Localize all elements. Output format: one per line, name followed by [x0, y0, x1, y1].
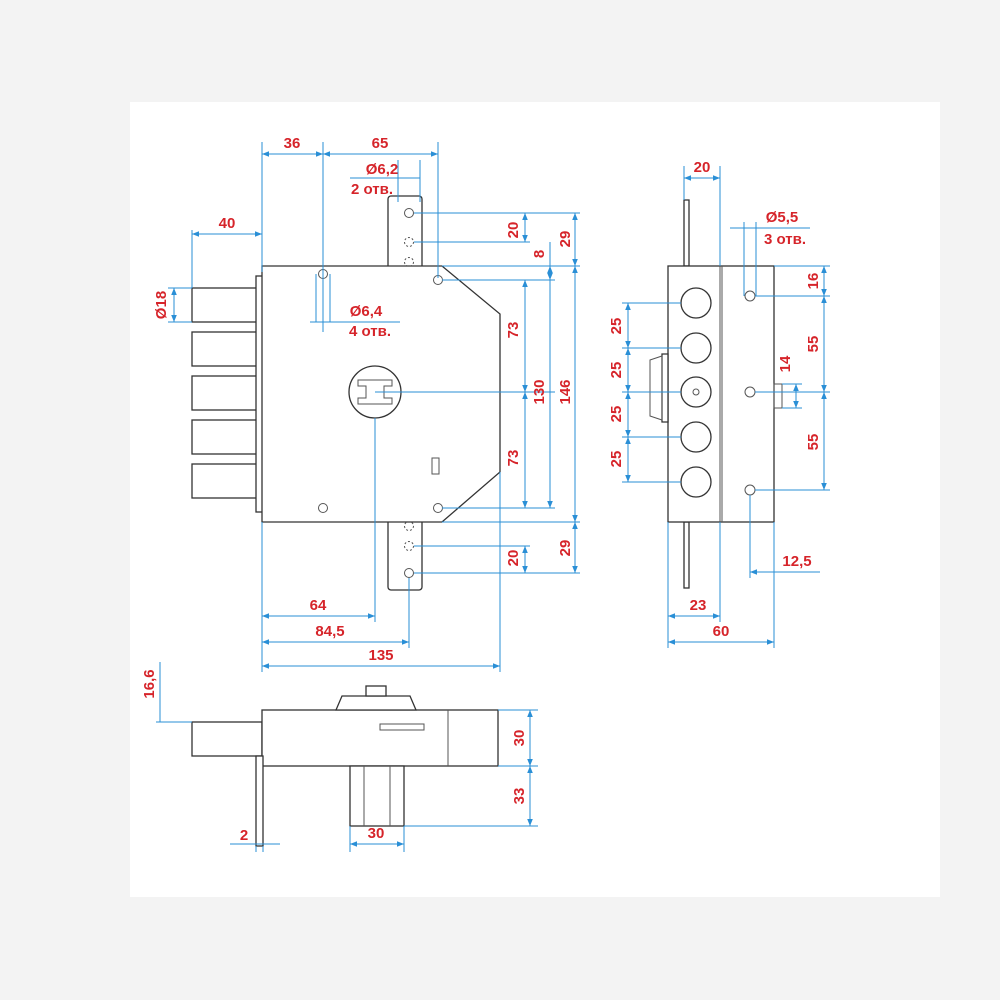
dim-65: 65 [372, 135, 389, 152]
dim-16-6: 16,6 [141, 669, 158, 698]
dim-36: 36 [284, 135, 301, 152]
lock-technical-drawing: 36 65 Ø6,2 2 отв. 40 Ø18 Ø6,4 4 отв. 20 … [141, 135, 830, 852]
bolt-end [680, 421, 712, 453]
dim-holes-4: 4 отв. [349, 323, 391, 340]
bottom-faceplate [255, 755, 264, 847]
dim-12-5: 12,5 [782, 553, 811, 570]
bolt-end [680, 466, 712, 498]
latch-slot [773, 383, 783, 409]
dim-hole-5-5: Ø5,5 [766, 209, 799, 226]
bolt [191, 375, 263, 411]
dim-29-bottom: 29 [557, 540, 574, 557]
strike-hole [404, 237, 414, 247]
strike-hole [404, 208, 414, 218]
bolt [191, 287, 263, 323]
dim-40: 40 [219, 215, 236, 232]
dim-73-top: 73 [505, 322, 522, 339]
dim-holes-3: 3 отв. [764, 231, 806, 248]
bottom-slot [379, 723, 425, 731]
dim-pitch-2: 25 [608, 362, 625, 379]
dim-pitch-4: 25 [608, 451, 625, 468]
dim-20-bottom: 20 [505, 550, 522, 567]
dim-pitch-3: 25 [608, 406, 625, 423]
dim-hole-6-4: Ø6,4 [350, 303, 383, 320]
dim-20: 20 [694, 159, 711, 176]
strike-hole [404, 568, 414, 578]
front-view: 36 65 Ø6,2 2 отв. 40 Ø18 Ø6,4 4 отв. 20 … [153, 135, 580, 672]
dim-73-bottom: 73 [505, 450, 522, 467]
dim-55-bottom: 55 [805, 434, 822, 451]
dim-23: 23 [690, 597, 707, 614]
dim-30-width: 30 [368, 825, 385, 842]
cylinder-cap [365, 685, 387, 697]
dim-33: 33 [511, 788, 528, 805]
cam-lever [649, 355, 663, 421]
upper-rod [683, 199, 690, 267]
top-strike-plate [387, 195, 423, 271]
dim-55-top: 55 [805, 336, 822, 353]
lower-rod [683, 521, 690, 589]
slot [431, 457, 440, 475]
dim-hole-6-2: Ø6,2 [366, 161, 399, 178]
bolt-end-center [692, 388, 700, 396]
cam [661, 353, 669, 423]
bottom-cylinder [349, 765, 405, 827]
dim-60: 60 [713, 623, 730, 640]
dim-16: 16 [805, 273, 822, 290]
dim-29-top: 29 [557, 231, 574, 248]
dim-64: 64 [310, 597, 327, 614]
bolt-end [680, 332, 712, 364]
bottom-view: 16,6 30 33 2 30 [141, 662, 538, 852]
dim-14: 14 [777, 355, 794, 372]
dim-20-top: 20 [505, 222, 522, 239]
side-view: 20 Ø5,5 3 отв. 16 55 14 55 25 25 25 25 1… [608, 159, 830, 648]
dim-130: 130 [531, 379, 548, 404]
bolt-end [680, 376, 712, 408]
dim-8: 8 [531, 250, 548, 258]
dim-pitch-1: 25 [608, 318, 625, 335]
bottom-body [261, 709, 499, 767]
cylinder-keyway [357, 379, 393, 405]
dim-84-5: 84,5 [315, 623, 344, 640]
dim-bolt-18: Ø18 [153, 291, 170, 319]
bolt [191, 331, 263, 367]
bolt [191, 463, 263, 499]
dim-135: 135 [368, 647, 393, 664]
dim-2: 2 [240, 827, 248, 844]
strike-hole [404, 257, 414, 267]
rosette-profile [335, 695, 417, 711]
drawing-sheet: 36 65 Ø6,2 2 отв. 40 Ø18 Ø6,4 4 отв. 20 … [130, 102, 940, 897]
dim-146: 146 [557, 379, 574, 404]
dim-30-height: 30 [511, 730, 528, 747]
bolt-end [680, 287, 712, 319]
bottom-bolt [191, 721, 263, 757]
bolt [191, 419, 263, 455]
mount-hole [318, 503, 328, 513]
strike-hole [404, 541, 414, 551]
dim-holes-2: 2 отв. [351, 181, 393, 198]
